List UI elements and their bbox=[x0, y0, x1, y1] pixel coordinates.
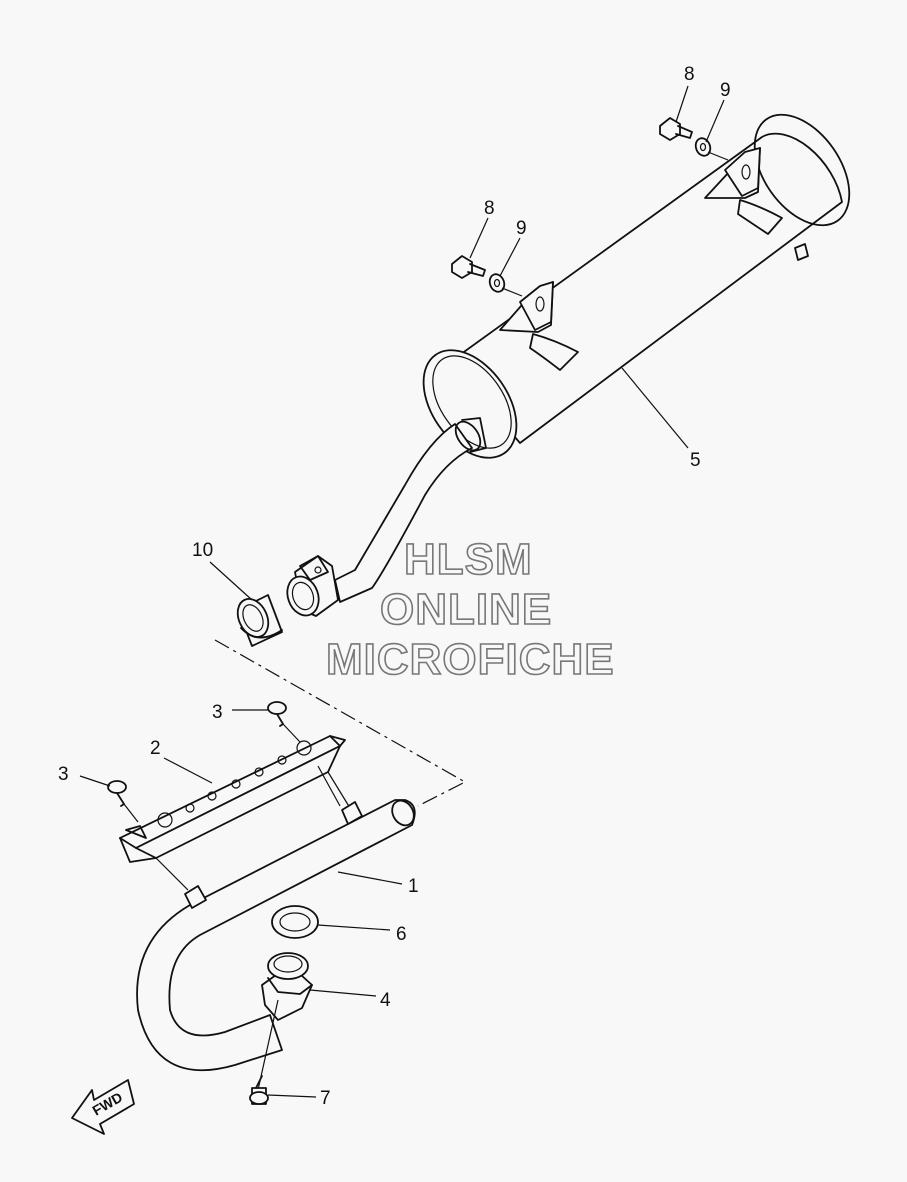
washer-9-front bbox=[488, 273, 523, 297]
flange-bolt bbox=[249, 999, 279, 1105]
muffler-inlet-pipe bbox=[286, 417, 487, 617]
exhaust-flange bbox=[261, 952, 313, 1021]
callout-4: 4 bbox=[380, 990, 391, 1011]
callout-9-front: 9 bbox=[516, 218, 527, 239]
callout-3-upper: 3 bbox=[212, 702, 223, 723]
screw-3-lower bbox=[107, 780, 139, 823]
watermark: HLSM ONLINE MICROFICHE bbox=[325, 534, 615, 685]
gasket bbox=[236, 594, 283, 647]
exhaust-gasket bbox=[271, 905, 319, 939]
callout-3-lower: 3 bbox=[58, 764, 69, 785]
callout-10: 10 bbox=[192, 540, 213, 561]
callout-7: 7 bbox=[320, 1088, 331, 1109]
callout-2: 2 bbox=[150, 738, 161, 759]
screw-3-upper bbox=[267, 701, 301, 743]
callout-9-rear: 9 bbox=[720, 80, 731, 101]
bolt-8-front bbox=[451, 255, 486, 279]
watermark-line-1: HLSM bbox=[404, 535, 533, 584]
leader-lines bbox=[79, 85, 725, 1098]
alignment-lines bbox=[214, 639, 467, 807]
callout-8-front: 8 bbox=[484, 198, 495, 219]
watermark-line-3: MICROFICHE bbox=[326, 635, 615, 684]
watermark-line-2: ONLINE bbox=[380, 585, 552, 634]
callout-1: 1 bbox=[408, 876, 419, 897]
callout-5: 5 bbox=[690, 450, 701, 471]
bolt-8-rear bbox=[659, 117, 693, 141]
callout-6: 6 bbox=[396, 924, 407, 945]
exhaust-pipe bbox=[136, 799, 416, 1072]
fwd-arrow-icon: FWD bbox=[71, 1079, 135, 1135]
washer-9-rear bbox=[694, 137, 729, 161]
heat-protector bbox=[119, 735, 351, 891]
callout-8-rear: 8 bbox=[684, 64, 695, 85]
